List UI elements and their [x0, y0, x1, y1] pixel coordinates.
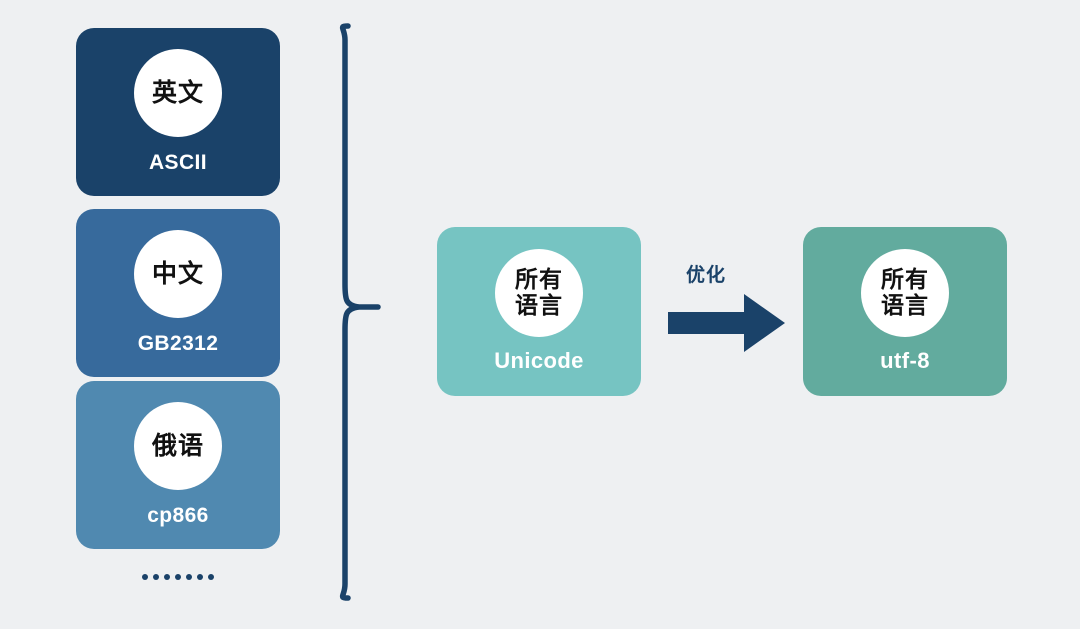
ellipsis-dot — [153, 574, 159, 580]
language-bubble-gb2312: 中文 — [134, 230, 222, 318]
arrow-label-optimize: 优化 — [686, 265, 727, 286]
language-text-line-1: 所有 — [515, 266, 563, 293]
encoding-label-ascii: ASCII — [148, 151, 207, 174]
ellipsis-dot — [186, 574, 192, 580]
transition-arrow-group: 优化 — [668, 260, 788, 352]
encoding-label-unicode: Unicode — [494, 348, 584, 373]
ellipsis-dot — [175, 574, 181, 580]
encoding-card-utf8[interactable]: 所有 语言 utf-8 — [803, 227, 1007, 396]
encoding-label-utf8: utf-8 — [880, 348, 930, 373]
language-text-line-1: 所有 — [881, 266, 929, 293]
arrow-right-icon — [668, 294, 785, 352]
encoding-card-unicode[interactable]: 所有 语言 Unicode — [437, 227, 641, 396]
encoding-label-cp866: cp866 — [147, 504, 209, 527]
language-text-line-1: 中文 — [151, 260, 204, 288]
ellipsis-more-encodings — [76, 566, 280, 588]
language-bubble-unicode: 所有 语言 — [495, 249, 583, 337]
language-bubble-ascii: 英文 — [134, 49, 222, 137]
language-bubble-utf8: 所有 语言 — [861, 249, 949, 337]
encoding-label-gb2312: GB2312 — [137, 332, 219, 355]
encoding-card-cp866[interactable]: 俄语 cp866 — [76, 381, 280, 549]
language-text-line-2: 语言 — [881, 292, 929, 318]
language-text-line-1: 英文 — [151, 79, 204, 107]
ellipsis-dot — [164, 574, 170, 580]
ellipsis-dot — [197, 574, 203, 580]
ellipsis-dot — [142, 574, 148, 580]
language-text-line-1: 俄语 — [151, 432, 204, 460]
encoding-card-gb2312[interactable]: 中文 GB2312 — [76, 209, 280, 377]
ellipsis-dot — [208, 574, 214, 580]
grouping-brace-icon — [339, 23, 381, 601]
encoding-card-ascii[interactable]: 英文 ASCII — [76, 28, 280, 196]
language-bubble-cp866: 俄语 — [134, 402, 222, 490]
language-text-line-2: 语言 — [515, 292, 563, 318]
